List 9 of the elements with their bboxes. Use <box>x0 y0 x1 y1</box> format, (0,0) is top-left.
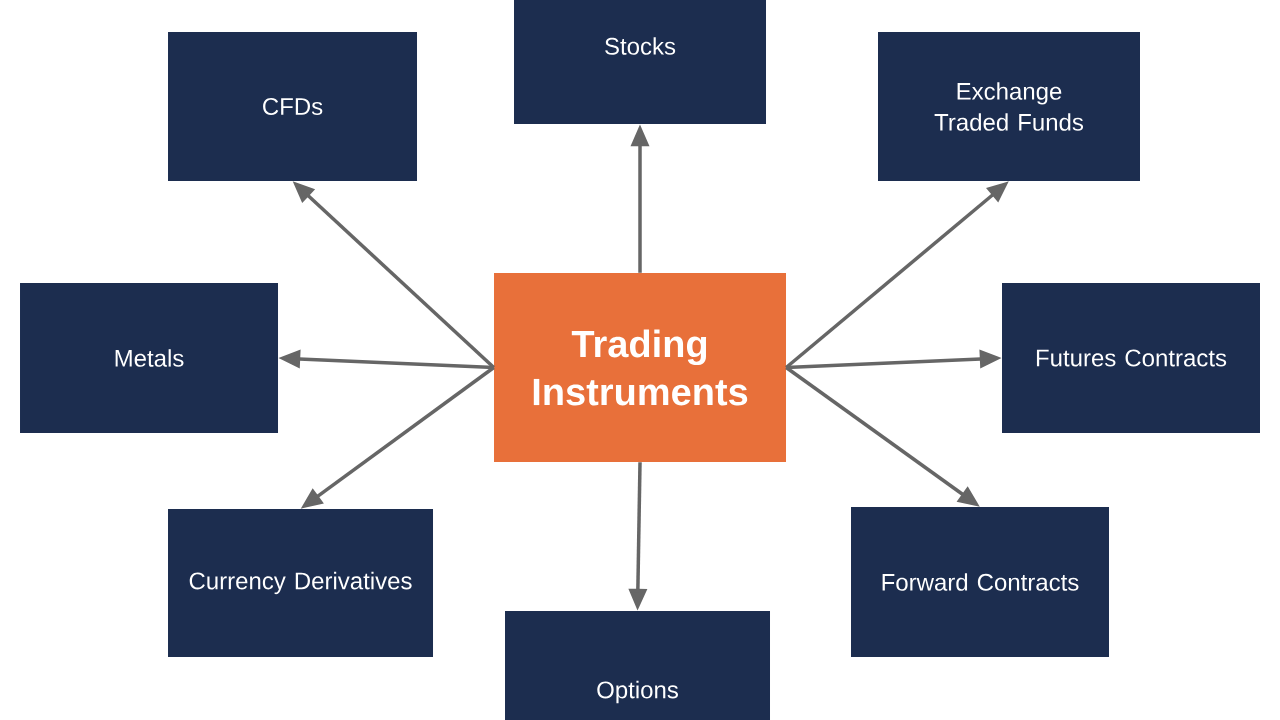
central-box: Trading Instruments <box>494 273 786 462</box>
category-box: Stocks <box>514 0 766 124</box>
category-box: Futures Contracts <box>1002 283 1260 433</box>
category-box: Metals <box>20 283 278 433</box>
category-box: Options <box>505 611 770 720</box>
category-box: Exchange Traded Funds <box>878 32 1140 181</box>
category-box: Currency Derivatives <box>168 509 433 657</box>
category-box: CFDs <box>168 32 417 181</box>
category-box: Forward Contracts <box>851 507 1109 657</box>
